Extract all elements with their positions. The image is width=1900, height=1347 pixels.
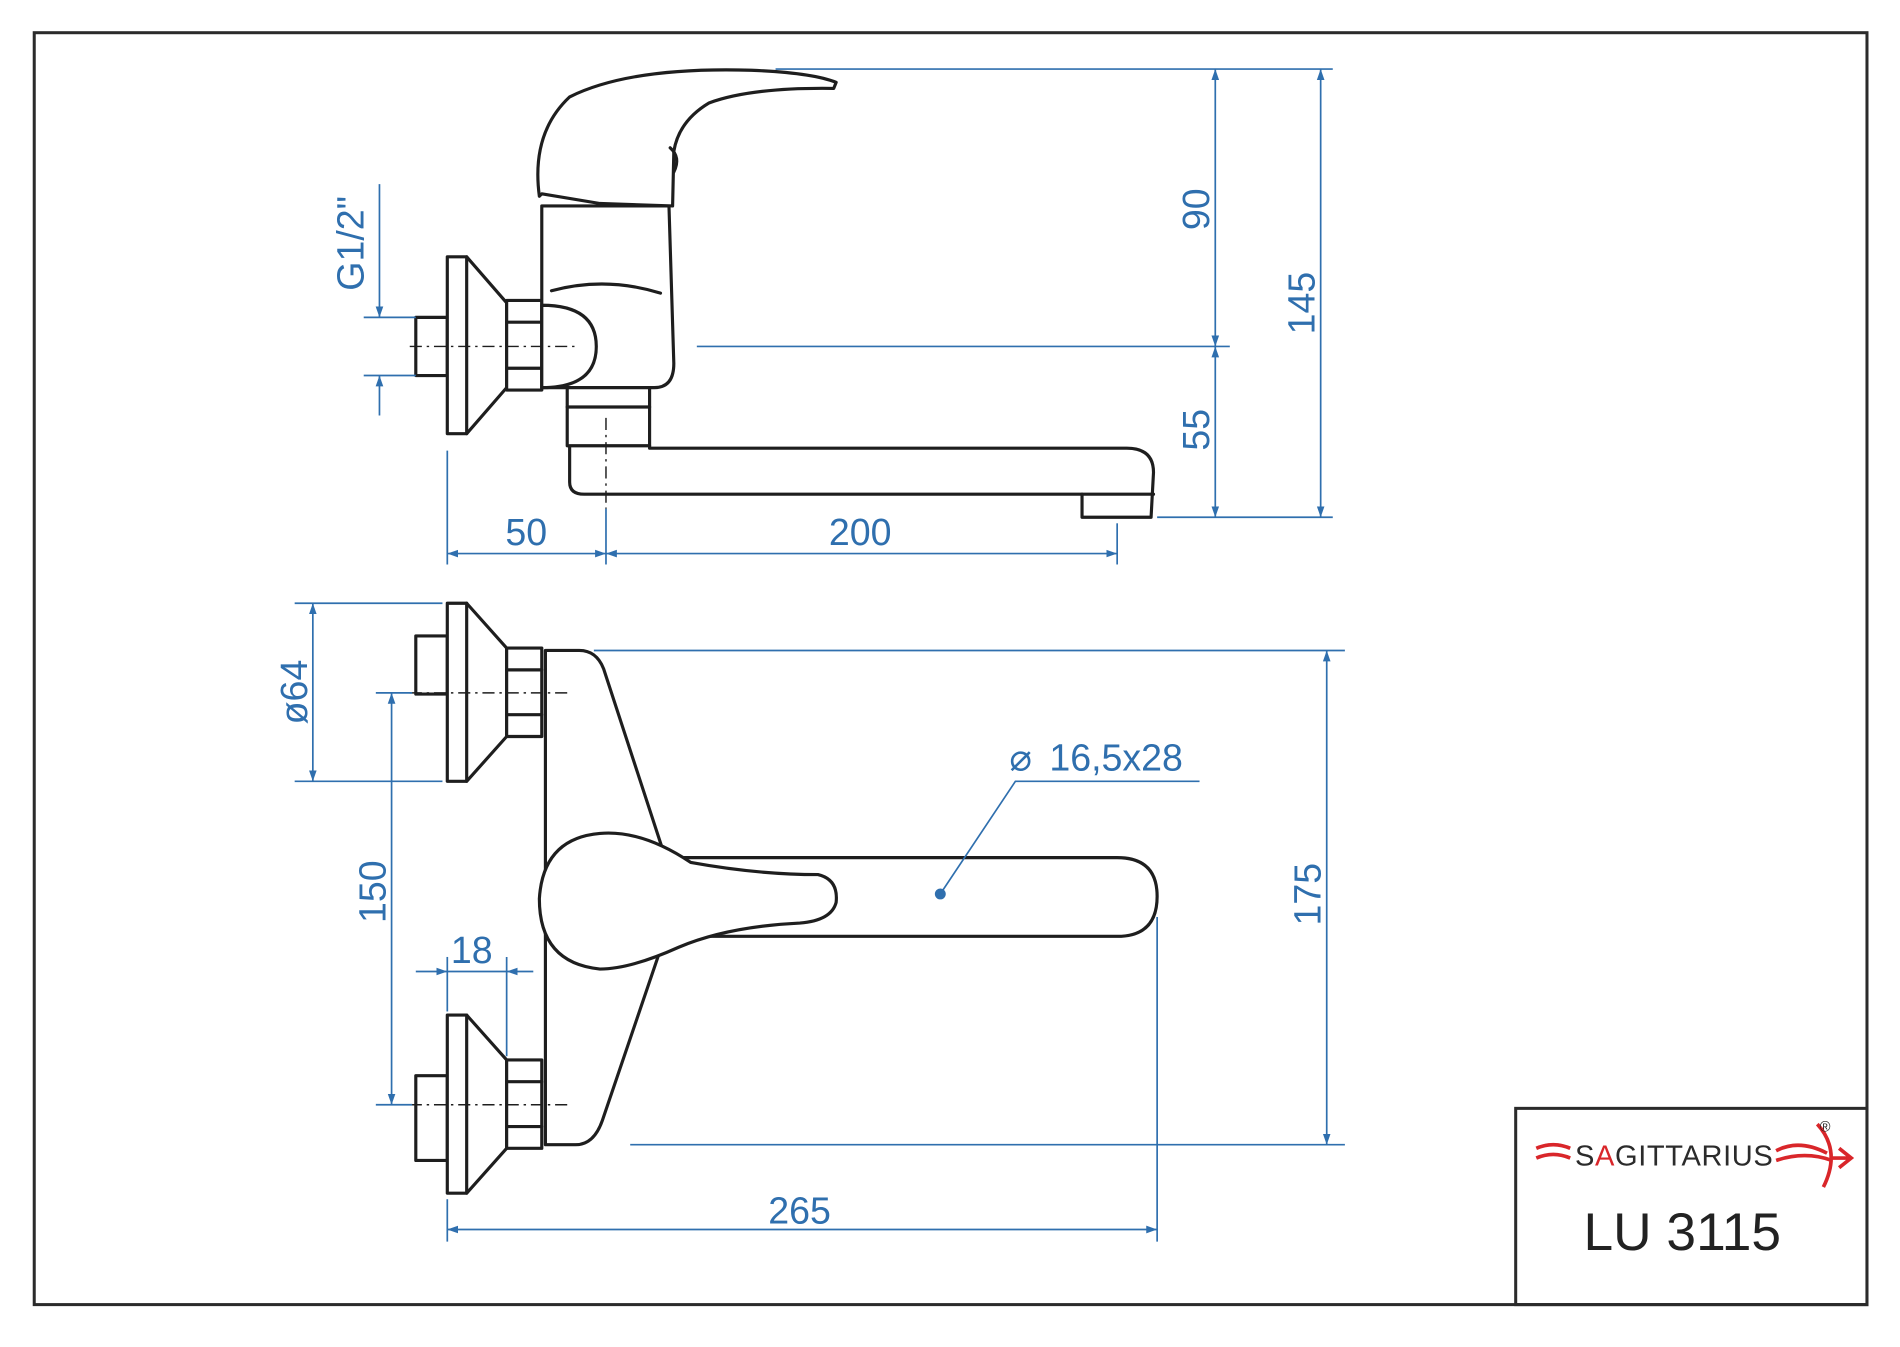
dim-55: 55	[1175, 409, 1217, 451]
connector	[540, 303, 598, 390]
lever-handle	[536, 68, 838, 208]
top-view-faucet	[409, 601, 1159, 1195]
dim-90: 90	[1175, 188, 1217, 230]
spout-section-symbol: ⌀	[1009, 736, 1032, 778]
dim-18: 18	[451, 929, 493, 971]
brand-logo: SAGITTARIUS ®	[1535, 1119, 1855, 1188]
top-view-dimensions: ø64 150 18 175 265 ⌀ 16,5x28	[273, 602, 1345, 1242]
dim-145: 145	[1281, 272, 1323, 335]
thread-label: G1/2"	[330, 196, 372, 291]
side-view-dimensions: G1/2" 90 55 145 50 200	[330, 68, 1333, 565]
drawing-frame	[32, 31, 1869, 1307]
dim-64: ø64	[273, 660, 315, 725]
dim-50: 50	[505, 511, 547, 553]
swivel-collar	[565, 386, 652, 448]
dim-265: 265	[768, 1189, 831, 1231]
title-block: SAGITTARIUS ® LU 3115	[1514, 1106, 1869, 1307]
dim-200: 200	[829, 511, 892, 553]
svg-text:SAGITTARIUS: SAGITTARIUS	[1575, 1140, 1773, 1172]
spout	[568, 444, 1156, 519]
wall-flange	[445, 255, 509, 436]
dim-175: 175	[1287, 863, 1329, 926]
inlet-stub-upper	[414, 634, 449, 696]
spout-section-label: 16,5x28	[1049, 736, 1183, 778]
lever-top	[537, 831, 838, 971]
model-number: LU 3115	[1584, 1203, 1782, 1262]
inlet-stub-lower	[414, 1074, 449, 1163]
side-view-faucet	[409, 68, 1156, 519]
svg-text:®: ®	[1820, 1119, 1831, 1135]
hex-nut	[505, 298, 544, 392]
dim-150: 150	[352, 860, 394, 923]
